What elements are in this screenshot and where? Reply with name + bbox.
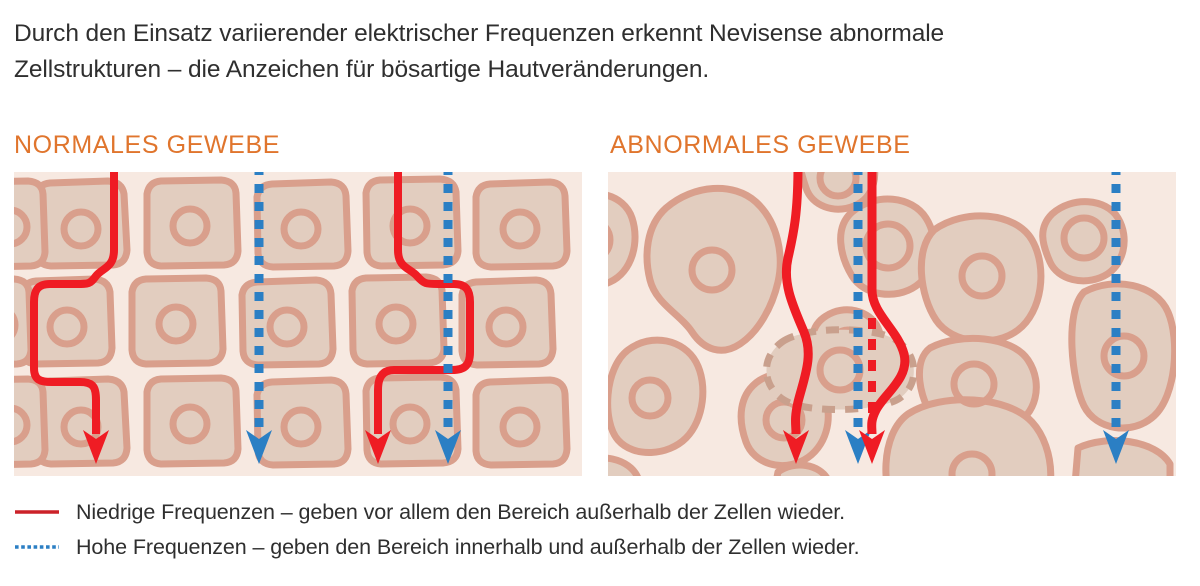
damaged-cell-membrane	[763, 326, 918, 413]
low-frequency-path-right-1	[781, 172, 813, 435]
legend-label-high-frequency: Hohe Frequenzen – geben den Bereich inne…	[76, 534, 860, 559]
panel-caption-normal: NORMALES GEWEBE	[14, 131, 280, 159]
low-frequency-path-left-2	[374, 172, 474, 434]
dotted-blue-line-icon	[14, 540, 60, 554]
legend-row-high-frequency: Hohe Frequenzen – geben den Bereich inne…	[14, 529, 1184, 564]
panel-abnormal-tissue	[608, 172, 1176, 476]
intro-line-1: Durch den Einsatz variierender elektrisc…	[14, 20, 945, 47]
intro-paragraph: Durch den Einsatz variierender elektrisc…	[14, 16, 1174, 88]
intro-line-2: Zellstrukturen – die Anzeichen für bösar…	[14, 56, 710, 83]
legend-row-low-frequency: Niedrige Frequenzen – geben vor allem de…	[14, 494, 1184, 529]
legend: Niedrige Frequenzen – geben vor allem de…	[14, 494, 1184, 564]
panel-caption-abnormal: ABNORMALES GEWEBE	[610, 131, 911, 159]
solid-red-line-icon	[14, 505, 60, 519]
low-frequency-path-right-2	[867, 172, 910, 435]
panel-normal-tissue	[14, 172, 582, 476]
legend-label-low-frequency: Niedrige Frequenzen – geben vor allem de…	[76, 499, 846, 524]
low-frequency-path-left-1	[30, 172, 118, 434]
